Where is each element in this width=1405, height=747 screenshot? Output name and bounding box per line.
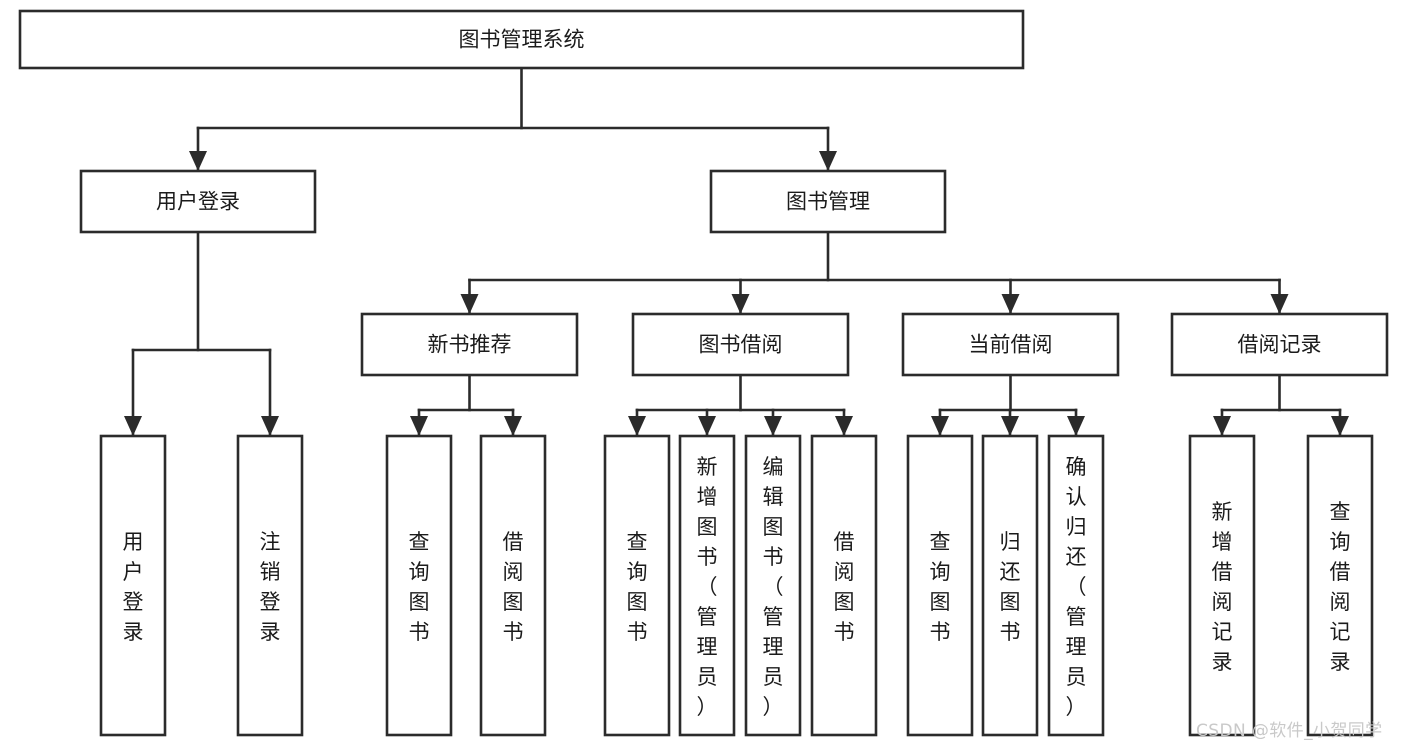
node-box-leaf-confirm-return: [1047, 434, 1105, 737]
node-label-user-login: 用户登录: [156, 190, 240, 214]
arrowhead: [819, 151, 837, 171]
node-leaf-borrow-book-1[interactable]: 借阅图书: [479, 434, 547, 737]
node-leaf-query-book-3[interactable]: 查询图书: [906, 434, 974, 737]
node-label-root: 图书管理系统: [459, 28, 585, 52]
node-leaf-edit-book[interactable]: 编辑图书（管理员）: [744, 434, 802, 737]
node-book-manage[interactable]: 图书管理: [709, 169, 947, 234]
arrowhead: [628, 416, 646, 436]
node-new-book-recommend[interactable]: 新书推荐: [360, 312, 579, 377]
node-leaf-user-login[interactable]: 用户登录: [99, 434, 167, 737]
node-label-leaf-query-book-1: 查询图书: [409, 530, 430, 644]
node-label-leaf-query-book-2: 查询图书: [627, 530, 648, 644]
node-leaf-add-record[interactable]: 新增借阅记录: [1188, 434, 1256, 737]
connector-layer: [124, 66, 1349, 437]
node-box-borrow-record: [1170, 312, 1389, 377]
node-box-leaf-query-book-3: [906, 434, 974, 737]
node-box-book-borrow: [631, 312, 850, 377]
node-book-borrow[interactable]: 图书借阅: [631, 312, 850, 377]
node-box-book-manage: [709, 169, 947, 234]
arrowhead: [189, 151, 207, 171]
node-box-leaf-add-book: [678, 434, 736, 737]
node-box-new-book-recommend: [360, 312, 579, 377]
arrowhead: [1001, 294, 1020, 314]
node-label-current-borrow: 当前借阅: [969, 333, 1053, 357]
connector-group-borrow-record: [1213, 373, 1349, 437]
csdn-watermark: CSDN @软件_小贺同学: [1196, 721, 1383, 741]
node-label-leaf-user-login: 用户登录: [123, 530, 144, 644]
node-box-leaf-query-book-2: [603, 434, 671, 737]
connector-group-current-borrow: [931, 373, 1085, 437]
connector-group-book-manage: [460, 230, 1289, 315]
node-box-leaf-edit-book: [744, 434, 802, 737]
node-box-current-borrow: [901, 312, 1120, 377]
arrowhead: [931, 416, 949, 436]
node-label-leaf-query-record: 查询借阅记录: [1330, 500, 1351, 674]
arrowhead: [460, 294, 479, 314]
node-box-user-login: [79, 169, 317, 234]
connector-group-root: [189, 66, 837, 172]
arrowhead: [261, 416, 279, 436]
node-layer: 图书管理系统用户登录图书管理新书推荐图书借阅当前借阅借阅记录用户登录注销登录查询…: [18, 9, 1389, 737]
node-label-leaf-borrow-book-2: 借阅图书: [834, 530, 855, 644]
node-box-leaf-borrow-book-2: [810, 434, 878, 737]
arrowhead: [1001, 416, 1019, 436]
arrowhead: [1213, 416, 1231, 436]
arrowhead: [1067, 416, 1085, 436]
node-label-leaf-add-record: 新增借阅记录: [1212, 500, 1233, 674]
node-user-login[interactable]: 用户登录: [79, 169, 317, 234]
node-leaf-add-book[interactable]: 新增图书（管理员）: [678, 434, 736, 737]
node-leaf-return-book[interactable]: 归还图书: [981, 434, 1039, 737]
arrowhead: [410, 416, 428, 436]
node-label-leaf-borrow-book-1: 借阅图书: [503, 530, 524, 644]
node-label-leaf-edit-book: 编辑图书（管理员）: [763, 455, 784, 719]
arrowhead: [124, 416, 142, 436]
connector-group-book-borrow: [628, 373, 853, 437]
arrowhead: [504, 416, 522, 436]
node-box-leaf-query-record: [1306, 434, 1374, 737]
node-box-leaf-query-book-1: [385, 434, 453, 737]
node-root[interactable]: 图书管理系统: [18, 9, 1025, 70]
node-box-leaf-return-book: [981, 434, 1039, 737]
node-label-leaf-return-book: 归还图书: [1000, 530, 1021, 644]
node-label-new-book-recommend: 新书推荐: [428, 333, 512, 357]
node-label-book-manage: 图书管理: [786, 190, 870, 214]
node-borrow-record[interactable]: 借阅记录: [1170, 312, 1389, 377]
node-label-book-borrow: 图书借阅: [699, 333, 783, 357]
node-leaf-user-logout[interactable]: 注销登录: [236, 434, 304, 737]
node-box-leaf-user-login: [99, 434, 167, 737]
node-label-leaf-query-book-3: 查询图书: [930, 530, 951, 644]
node-label-leaf-add-book: 新增图书（管理员）: [697, 455, 718, 719]
arrowhead: [698, 416, 716, 436]
node-leaf-confirm-return[interactable]: 确认归还（管理员）: [1047, 434, 1105, 737]
node-box-leaf-borrow-book-1: [479, 434, 547, 737]
node-leaf-query-book-1[interactable]: 查询图书: [385, 434, 453, 737]
node-box-leaf-user-logout: [236, 434, 304, 737]
node-current-borrow[interactable]: 当前借阅: [901, 312, 1120, 377]
node-leaf-query-record[interactable]: 查询借阅记录: [1306, 434, 1374, 737]
node-leaf-query-book-2[interactable]: 查询图书: [603, 434, 671, 737]
connector-group-user-login: [124, 230, 279, 437]
node-box-root: [18, 9, 1025, 70]
node-label-leaf-user-logout: 注销登录: [260, 530, 281, 644]
connector-group-new-book-recommend: [410, 373, 522, 437]
arrowhead: [731, 294, 750, 314]
node-leaf-borrow-book-2[interactable]: 借阅图书: [810, 434, 878, 737]
node-label-leaf-confirm-return: 确认归还（管理员）: [1066, 455, 1087, 719]
node-label-borrow-record: 借阅记录: [1238, 333, 1322, 357]
node-box-leaf-add-record: [1188, 434, 1256, 737]
arrowhead: [835, 416, 853, 436]
arrowhead: [1331, 416, 1349, 436]
arrowhead: [1270, 294, 1289, 314]
arrowhead: [764, 416, 782, 436]
